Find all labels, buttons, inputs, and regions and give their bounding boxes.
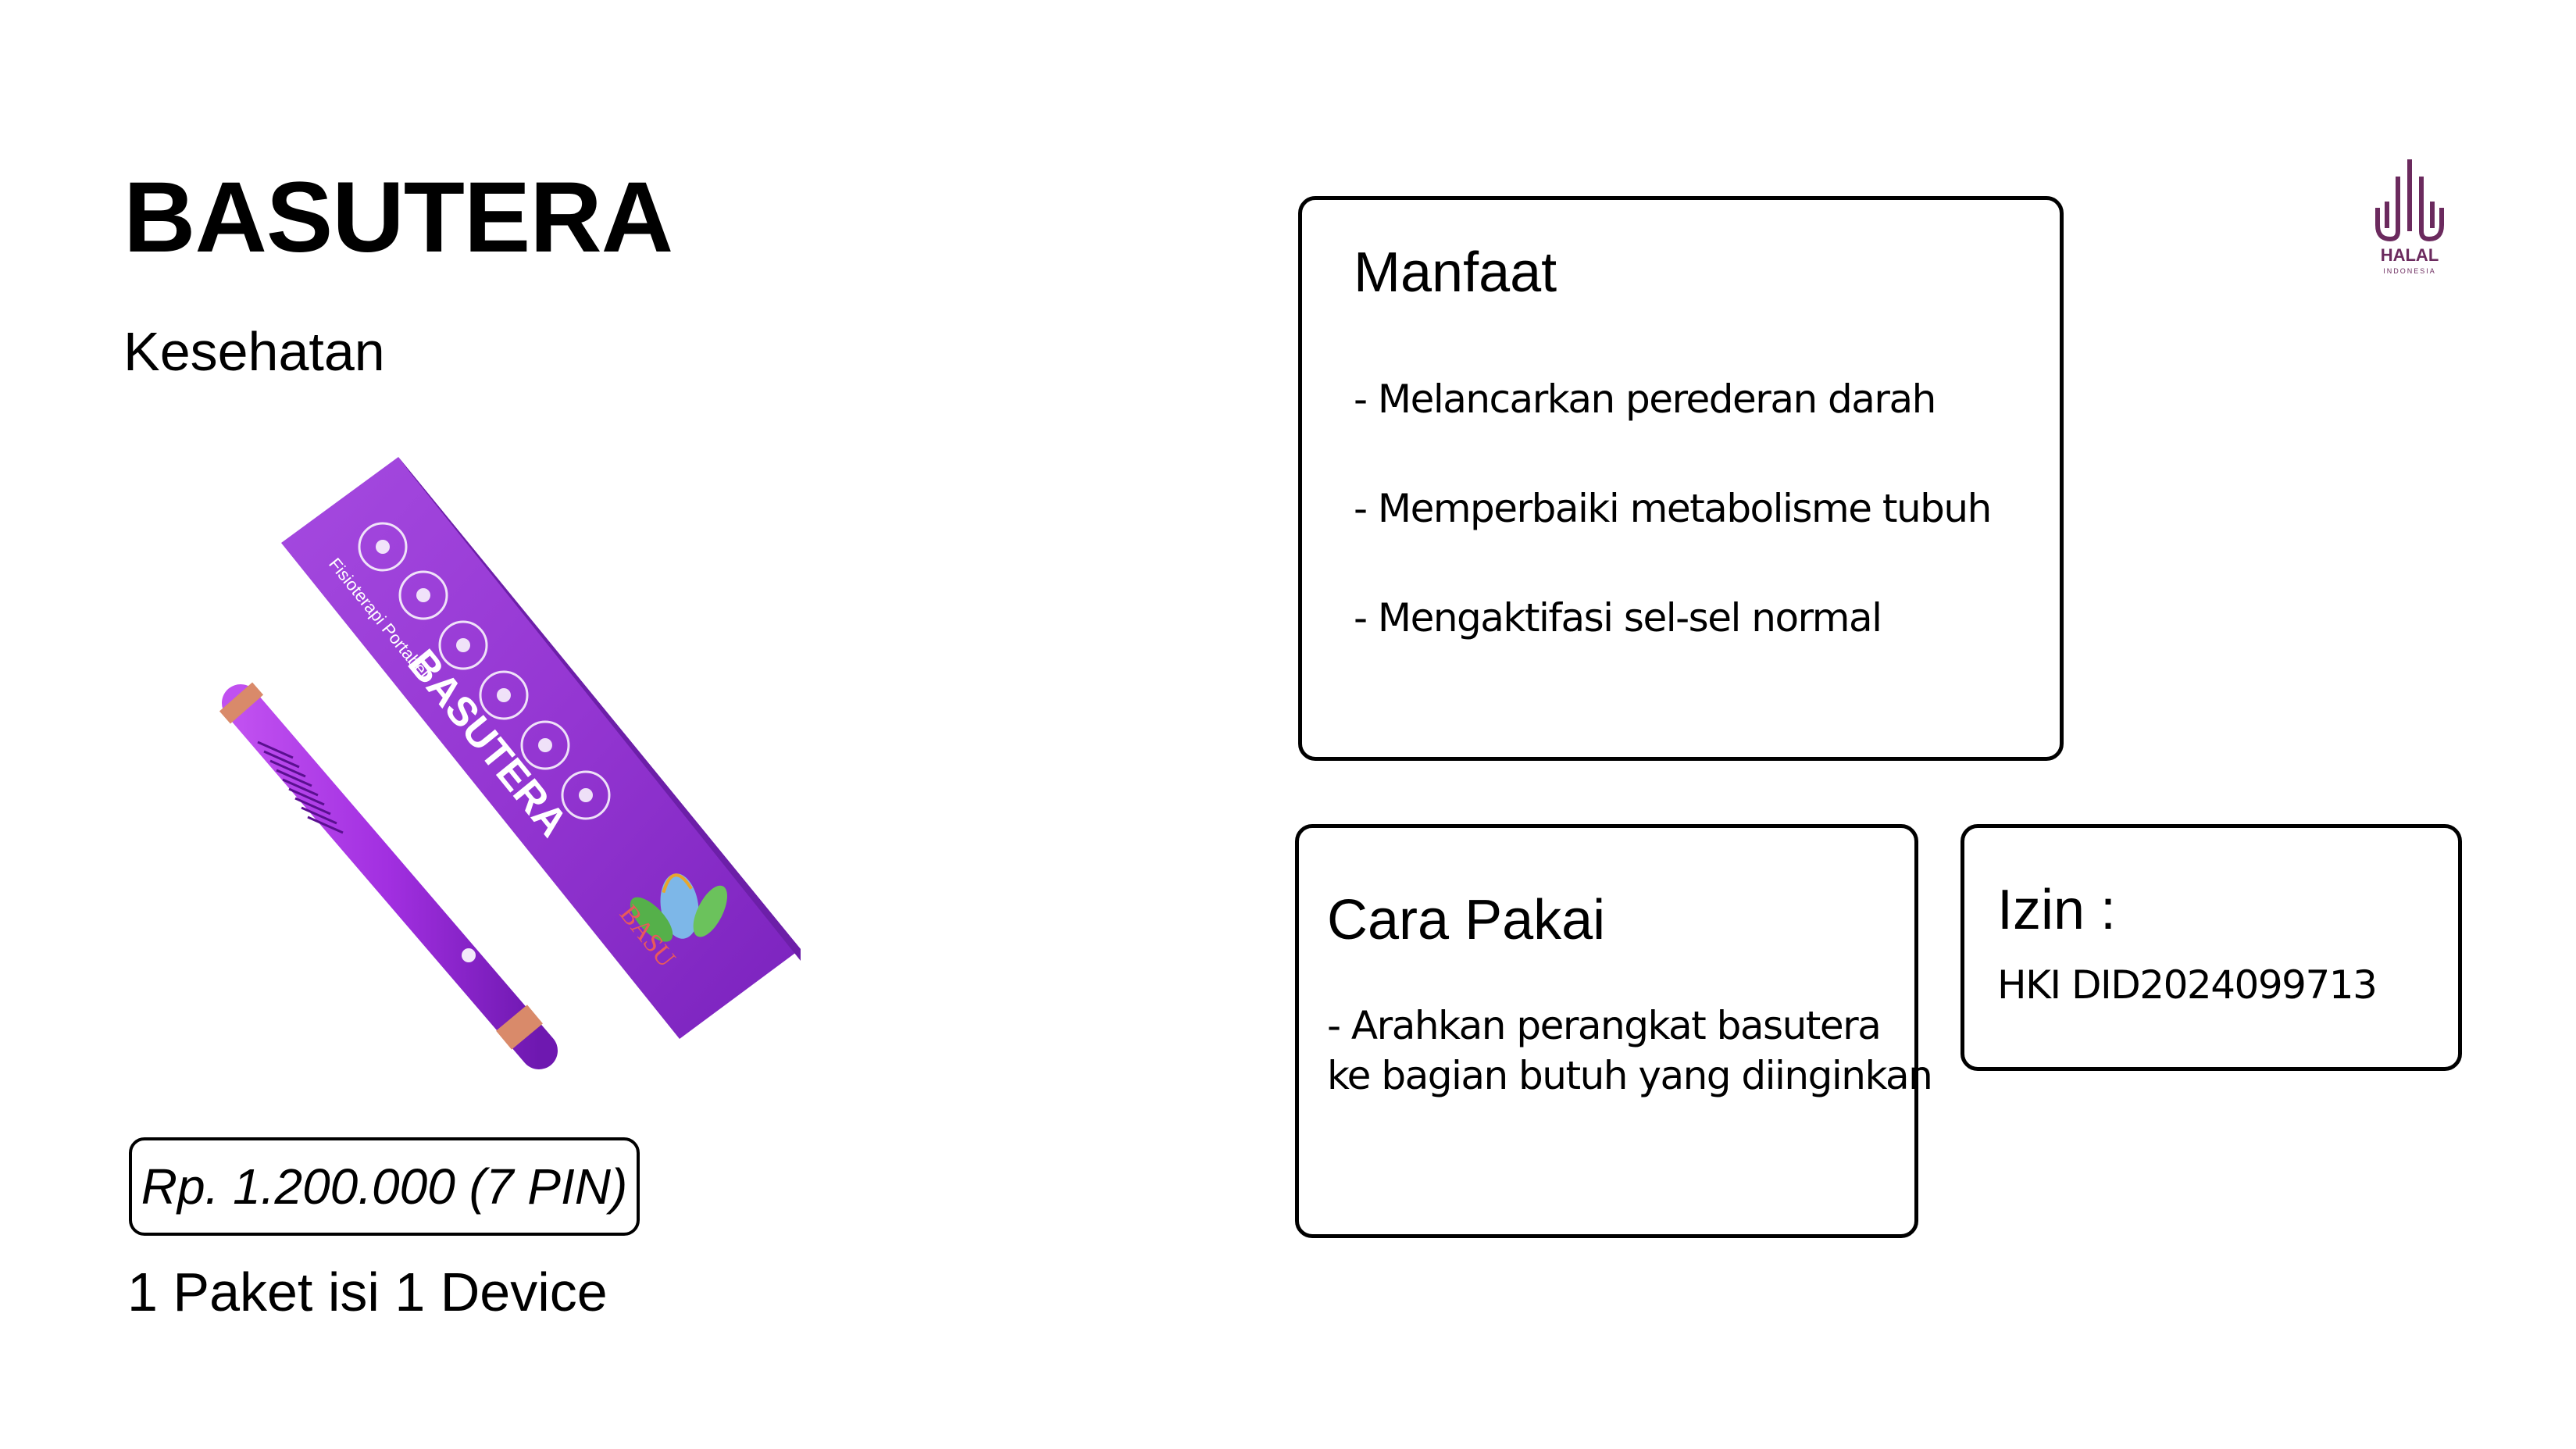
izin-card: Izin : HKI DID2024099713 [1961, 824, 2462, 1071]
product-device [219, 682, 558, 1069]
price-badge: Rp. 1.200.000 (7 PIN) [129, 1137, 640, 1236]
lotus-logo-icon [630, 873, 727, 942]
product-category: Kesehatan [123, 321, 385, 382]
izin-title: Izin : [1997, 879, 2117, 941]
manfaat-title: Manfaat [1354, 241, 1557, 304]
halal-label: HALAL [2381, 245, 2439, 265]
cara-pakai-title: Cara Pakai [1327, 889, 1606, 951]
manfaat-item: - Melancarkan perederan darah [1354, 377, 1936, 422]
manfaat-item: - Memperbaiki metabolisme tubuh [1354, 486, 1992, 531]
product-box: Fisioterapi Portabel BASUTERA BASU [281, 457, 801, 1039]
product-title: BASUTERA [123, 162, 673, 273]
cara-pakai-line: ke bagian butuh yang diinginkan [1327, 1053, 1933, 1098]
cara-pakai-card: Cara Pakai - Arahkan perangkat basutera … [1295, 824, 1933, 1238]
halal-sublabel: INDONESIA [2383, 267, 2436, 275]
price-text: Rp. 1.200.000 (7 PIN) [141, 1158, 628, 1215]
halal-logo-icon: HALAL INDONESIA [2375, 159, 2444, 275]
cara-pakai-line: - Arahkan perangkat basutera [1327, 1003, 1882, 1048]
manfaat-item: - Mengaktifasi sel-sel normal [1354, 595, 1882, 641]
product-image: Fisioterapi Portabel BASUTERA BASU [219, 457, 801, 1069]
izin-value: HKI DID2024099713 [1997, 962, 2378, 1008]
package-info: 1 Paket isi 1 Device [127, 1262, 608, 1322]
manfaat-card: Manfaat - Melancarkan perederan darah - … [1298, 196, 2064, 761]
